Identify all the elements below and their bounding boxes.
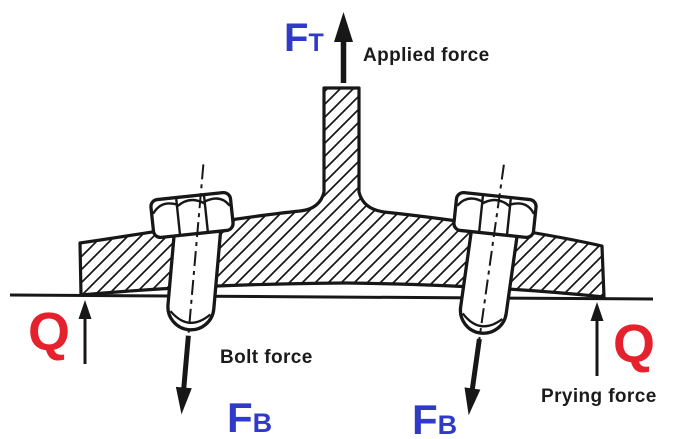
prying-force-arrow-left — [78, 300, 92, 364]
tee-flange-section — [78, 86, 606, 299]
prying-force-caption: Prying force — [541, 386, 657, 407]
bolt-left-head-faces — [152, 195, 231, 236]
bolt-right — [452, 164, 538, 416]
bolt-right-head-faces — [456, 195, 535, 236]
bolt-force-arrow-left — [175, 335, 192, 415]
applied-force-caption: Applied force — [363, 45, 490, 66]
support-baseline — [9, 293, 654, 301]
bolt-left-shank — [166, 222, 223, 332]
bolt-right-shank — [458, 221, 520, 335]
prying-force-symbol-left: Q — [28, 302, 71, 362]
bolt-force-arrow-right — [464, 338, 482, 416]
bolt-force-caption: Bolt force — [220, 347, 313, 368]
bolt-force-left-symbol-sub: B — [252, 408, 273, 438]
applied-force-symbol-main: F — [284, 16, 309, 60]
prying-force-arrow-right — [590, 302, 604, 376]
applied-force-symbol-sub: T — [308, 29, 324, 57]
bolt-right-tip-chamfer — [461, 312, 504, 328]
bolt-right-centerline — [476, 164, 505, 352]
prying-force-symbol-right: Q — [613, 314, 656, 374]
bolt-left-centerline — [186, 164, 205, 350]
applied-force-arrow — [334, 12, 353, 83]
bolt-force-right-symbol-sub: B — [437, 410, 458, 439]
bolt-left — [149, 164, 235, 415]
bolt-force-right-symbol-main: F — [412, 396, 438, 439]
bolt-force-left-symbol-main: F — [227, 394, 253, 439]
